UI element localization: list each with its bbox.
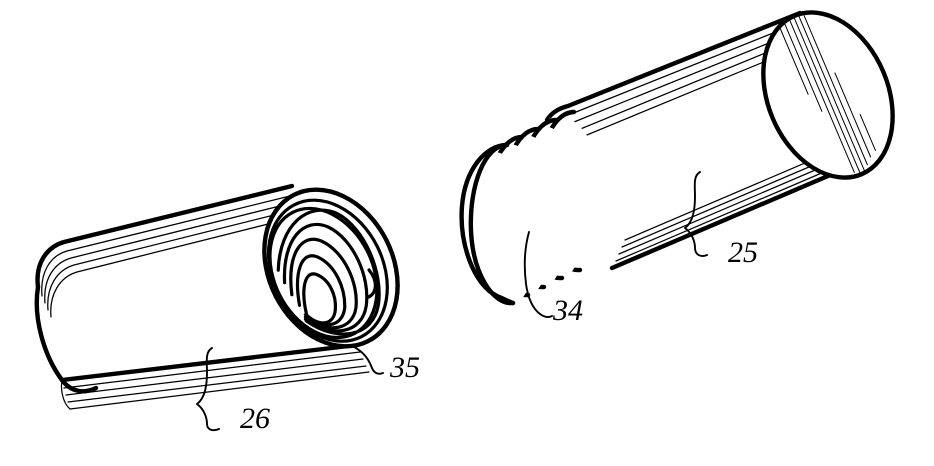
leader-26 — [196, 347, 220, 432]
right-tube-end-face-fill — [763, 12, 893, 178]
label-25: 25 — [728, 236, 758, 269]
label-34: 34 — [552, 294, 583, 327]
left-tube-bottom-layer-3 — [67, 365, 367, 403]
left-tube-spiral-layer-5 — [302, 272, 337, 325]
left-tube-top-edge — [35, 183, 295, 290]
left-tube-spiral-layer-1 — [276, 208, 381, 336]
leader-34 — [523, 231, 553, 318]
left-tube-spiral-layer-4 — [295, 254, 347, 327]
label-35: 35 — [389, 351, 420, 384]
left-tube-figure: 35 26 — [34, 183, 420, 435]
right-tube-bottom-layer-2 — [618, 155, 849, 255]
left-tube-rim-outer-stroke — [262, 187, 400, 349]
left-tube-top-layer-2 — [44, 201, 297, 304]
right-tube-end-face — [761, 10, 895, 180]
leader-35 — [349, 344, 384, 375]
right-tube-bottom-layer-1 — [615, 162, 846, 262]
left-tube-bottom-layer-4 — [69, 371, 370, 410]
left-tube-top-layer-1 — [41, 194, 295, 297]
right-tube-top-edge — [544, 10, 803, 123]
left-tube-bottom-layer-1 — [63, 351, 361, 389]
left-tube-spiral-layer-3 — [289, 237, 358, 330]
left-tube-bottom-edge — [59, 342, 360, 383]
left-tube-back-cap — [34, 284, 99, 394]
left-tube-top-layer-3 — [47, 208, 299, 311]
right-tube-figure: 34 25 — [458, 10, 895, 327]
right-tube-peeled-layers — [458, 109, 604, 307]
left-tube-spiral-terminus — [366, 268, 378, 299]
left-tube-spiral-layer-2 — [282, 222, 369, 333]
left-tube-top-layer-4 — [50, 215, 301, 318]
peel-layer-outer-silhouette — [459, 142, 516, 306]
right-tube-end-face-hatching — [778, 14, 877, 174]
leader-25 — [684, 171, 708, 257]
left-tube-bottom-left-close — [60, 379, 71, 410]
left-tube-bottom-layer-2 — [65, 358, 364, 396]
left-tube-open-end-group — [262, 187, 400, 349]
right-tube-bottom-edge — [609, 167, 845, 271]
right-tube-end-face-group — [761, 10, 895, 180]
label-26: 26 — [240, 402, 270, 435]
